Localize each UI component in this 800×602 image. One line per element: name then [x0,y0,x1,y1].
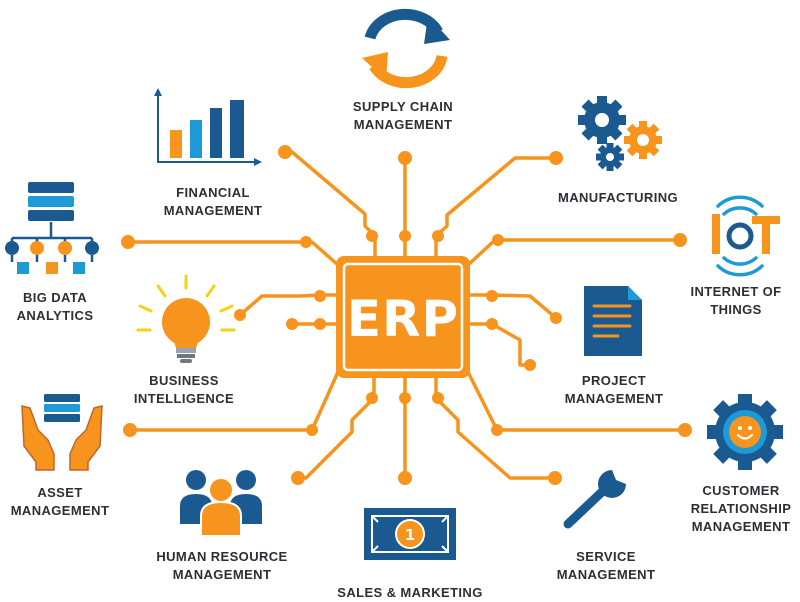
gears-icon [578,96,662,171]
label-iot: INTERNET OF THINGS [690,284,782,317]
erp-core-label: ERP [346,290,460,348]
trace-project-top [466,293,558,320]
label-project: PROJECT MANAGEMENT [564,373,664,406]
trace-financial [283,150,377,264]
trace-manufacturing [434,156,558,264]
label-asset: ASSET MANAGEMENT [10,485,110,518]
erp-chip [336,256,470,378]
lightbulb-icon [136,274,236,363]
circuit-nodes [121,145,692,485]
label-business-intelligence: BUSINESS INTELLIGENCE [133,373,235,406]
iot-signal-icon [712,195,780,277]
label-service: SERVICE MANAGEMENT [556,549,656,582]
label-crm: CUSTOMER RELATIONSHIP MANAGEMENT [690,483,792,534]
people-icon [180,470,262,537]
label-manufacturing: MANUFACTURING [557,190,679,205]
refresh-arrows-icon [362,8,450,89]
trace-bi-top [238,293,340,317]
label-sales: SALES & MARKETING [337,585,483,600]
smiley-gear-icon [707,394,783,470]
label-hr: HUMAN RESOURCE MANAGEMENT [156,549,288,582]
document-icon [584,286,642,356]
label-big-data: BIG DATA ANALYTICS [16,290,94,323]
label-supply-chain: SUPPLY CHAIN MANAGEMENT [352,99,454,132]
label-financial: FINANCIAL MANAGEMENT [163,185,263,218]
database-tree-icon [5,182,99,274]
bar-chart-icon [154,88,262,166]
trace-project-mid [466,322,532,367]
wrench-icon [563,470,626,529]
banknote-digit: 1 [405,526,415,544]
banknote-icon: 1 [364,508,456,560]
hands-server-icon [21,394,103,471]
